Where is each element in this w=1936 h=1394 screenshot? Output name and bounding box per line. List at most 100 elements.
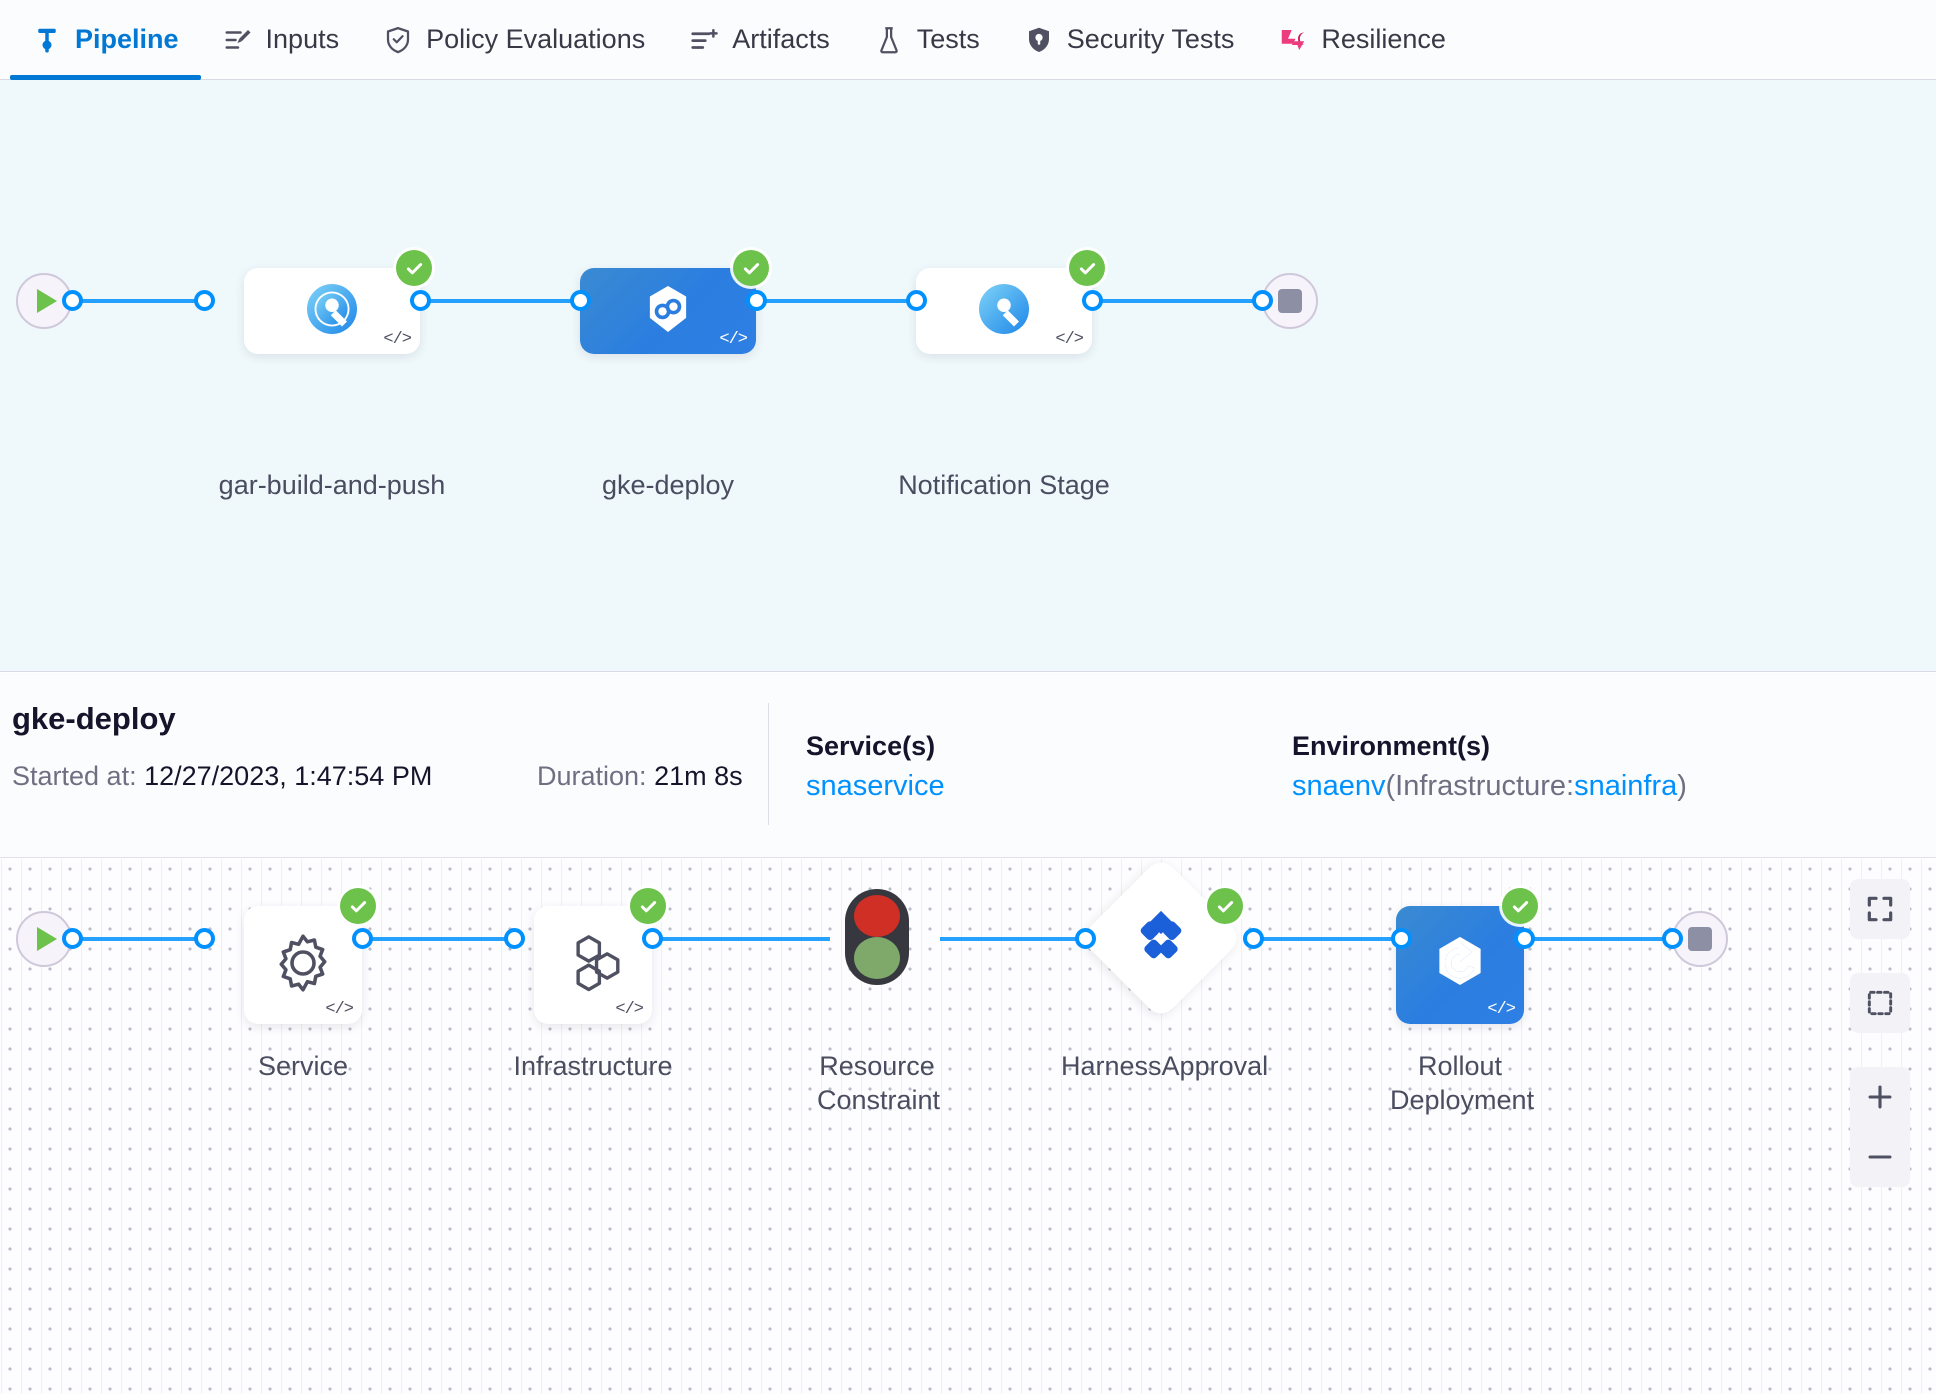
tab-tests[interactable]: Tests [852, 0, 1002, 80]
tab-label: Tests [917, 24, 980, 55]
started-at: Started at: 12/27/2023, 1:47:54 PM [12, 761, 432, 792]
stop-icon [1278, 289, 1302, 313]
edge [1253, 937, 1401, 941]
inputs-icon [223, 25, 253, 55]
stop-icon [1688, 927, 1712, 951]
zoom-out-button[interactable] [1850, 1127, 1910, 1187]
infrastructure-prefix: (Infrastructure: [1386, 770, 1575, 802]
code-badge[interactable]: </> [1487, 1000, 1515, 1019]
select-area-button[interactable] [1850, 973, 1910, 1033]
services-column: Service(s) snaservice [806, 731, 945, 803]
port [194, 290, 215, 311]
port [352, 928, 373, 949]
stage-step-node-rollout-deployment[interactable]: </> [1396, 906, 1524, 1024]
environments-column: Environment(s) snaenv(Infrastructure:sna… [1292, 731, 1687, 803]
tab-security-tests[interactable]: Security Tests [1002, 0, 1257, 80]
status-success-icon [396, 250, 432, 286]
pipeline-stage-node-selected[interactable]: </> [580, 268, 756, 354]
port [194, 928, 215, 949]
stage-graph-canvas[interactable]: </> Service </> Infrastructure [0, 859, 1936, 1394]
edge [1092, 299, 1262, 303]
fit-to-screen-button[interactable] [1850, 879, 1910, 939]
status-success-icon [1069, 250, 1105, 286]
duration: Duration: 21m 8s [537, 761, 743, 792]
stage-step-node-infrastructure[interactable]: </> [534, 906, 652, 1024]
pipeline-stage-node[interactable]: </> [916, 268, 1092, 354]
started-at-value: 12/27/2023, 1:47:54 PM [144, 761, 432, 791]
tab-inputs[interactable]: Inputs [201, 0, 362, 80]
code-badge[interactable]: </> [615, 1000, 643, 1019]
page-title: gke-deploy [12, 701, 176, 737]
port [642, 928, 663, 949]
port [906, 290, 927, 311]
port [410, 290, 431, 311]
stage-step-label: Resource Constraint [817, 1049, 937, 1117]
edge [1524, 937, 1672, 941]
canvas-zoom-controls [1850, 879, 1910, 1187]
port [62, 928, 83, 949]
port [62, 290, 83, 311]
zoom-button-group [1850, 1067, 1910, 1187]
environment-value[interactable]: snaenv(Infrastructure:snainfra) [1292, 770, 1687, 803]
hexagons-icon [559, 929, 627, 1002]
tab-label: Policy Evaluations [426, 24, 645, 55]
zoom-in-button[interactable] [1850, 1067, 1910, 1127]
security-shield-icon [1024, 25, 1054, 55]
port [570, 290, 591, 311]
code-badge[interactable]: </> [325, 1000, 353, 1019]
edge [72, 299, 204, 303]
service-link-text[interactable]: snaservice [806, 770, 945, 802]
vertical-divider [768, 703, 769, 825]
resilience-icon [1278, 25, 1308, 55]
tab-resilience[interactable]: Resilience [1256, 0, 1468, 80]
port [504, 928, 525, 949]
pipeline-graph-canvas[interactable]: </> gar-build-and-push </> [0, 80, 1936, 672]
pipeline-stage-label: gke-deploy [548, 468, 788, 502]
code-badge[interactable]: </> [719, 330, 747, 349]
service-link[interactable]: snaservice [806, 770, 945, 803]
traffic-light-red [854, 895, 900, 937]
harness-ci-icon [302, 279, 362, 344]
stage-step-label: HarnessApproval [1061, 1049, 1261, 1083]
started-at-label: Started at: [12, 761, 137, 791]
tab-label: Resilience [1321, 24, 1446, 55]
port [1075, 928, 1096, 949]
duration-label: Duration: [537, 761, 647, 791]
status-success-icon [1207, 888, 1243, 924]
code-badge[interactable]: </> [1055, 330, 1083, 349]
stage-step-node-resource-constraint[interactable] [845, 889, 909, 985]
pipeline-graph: </> gar-build-and-push </> [0, 80, 1936, 671]
play-icon [37, 927, 57, 951]
edge [652, 937, 830, 941]
edge [72, 937, 204, 941]
tab-label: Artifacts [732, 24, 830, 55]
environment-link-text[interactable]: snaenv [1292, 770, 1386, 802]
stage-step-node-service[interactable]: </> [244, 906, 362, 1024]
harness-custom-icon [974, 279, 1034, 344]
code-badge[interactable]: </> [383, 330, 411, 349]
stage-step-label: Infrastructure [473, 1049, 713, 1083]
tab-pipeline[interactable]: Pipeline [10, 0, 201, 80]
stage-graph: </> Service </> Infrastructure [0, 859, 1936, 1394]
tab-artifacts[interactable]: Artifacts [667, 0, 852, 80]
traffic-light-green [854, 937, 900, 979]
edge [362, 937, 514, 941]
stage-detail-header: gke-deploy Started at: 12/27/2023, 1:47:… [0, 673, 1936, 858]
services-heading: Service(s) [806, 731, 945, 762]
environments-heading: Environment(s) [1292, 731, 1687, 762]
pipeline-stage-node[interactable]: </> [244, 268, 420, 354]
tab-policy-evaluations[interactable]: Policy Evaluations [361, 0, 667, 80]
stage-step-label: Rollout Deployment [1390, 1049, 1530, 1117]
port [1514, 928, 1535, 949]
status-success-icon [340, 888, 376, 924]
status-success-icon [630, 888, 666, 924]
infrastructure-link-text[interactable]: snainfra [1574, 770, 1677, 802]
port [1391, 928, 1412, 949]
port [1243, 928, 1264, 949]
pipeline-stage-label: gar-build-and-push [212, 468, 452, 502]
pipeline-icon [32, 25, 62, 55]
stage-step-label: Service [183, 1049, 423, 1083]
artifacts-icon [689, 25, 719, 55]
policy-shield-icon [383, 25, 413, 55]
port [1082, 290, 1103, 311]
